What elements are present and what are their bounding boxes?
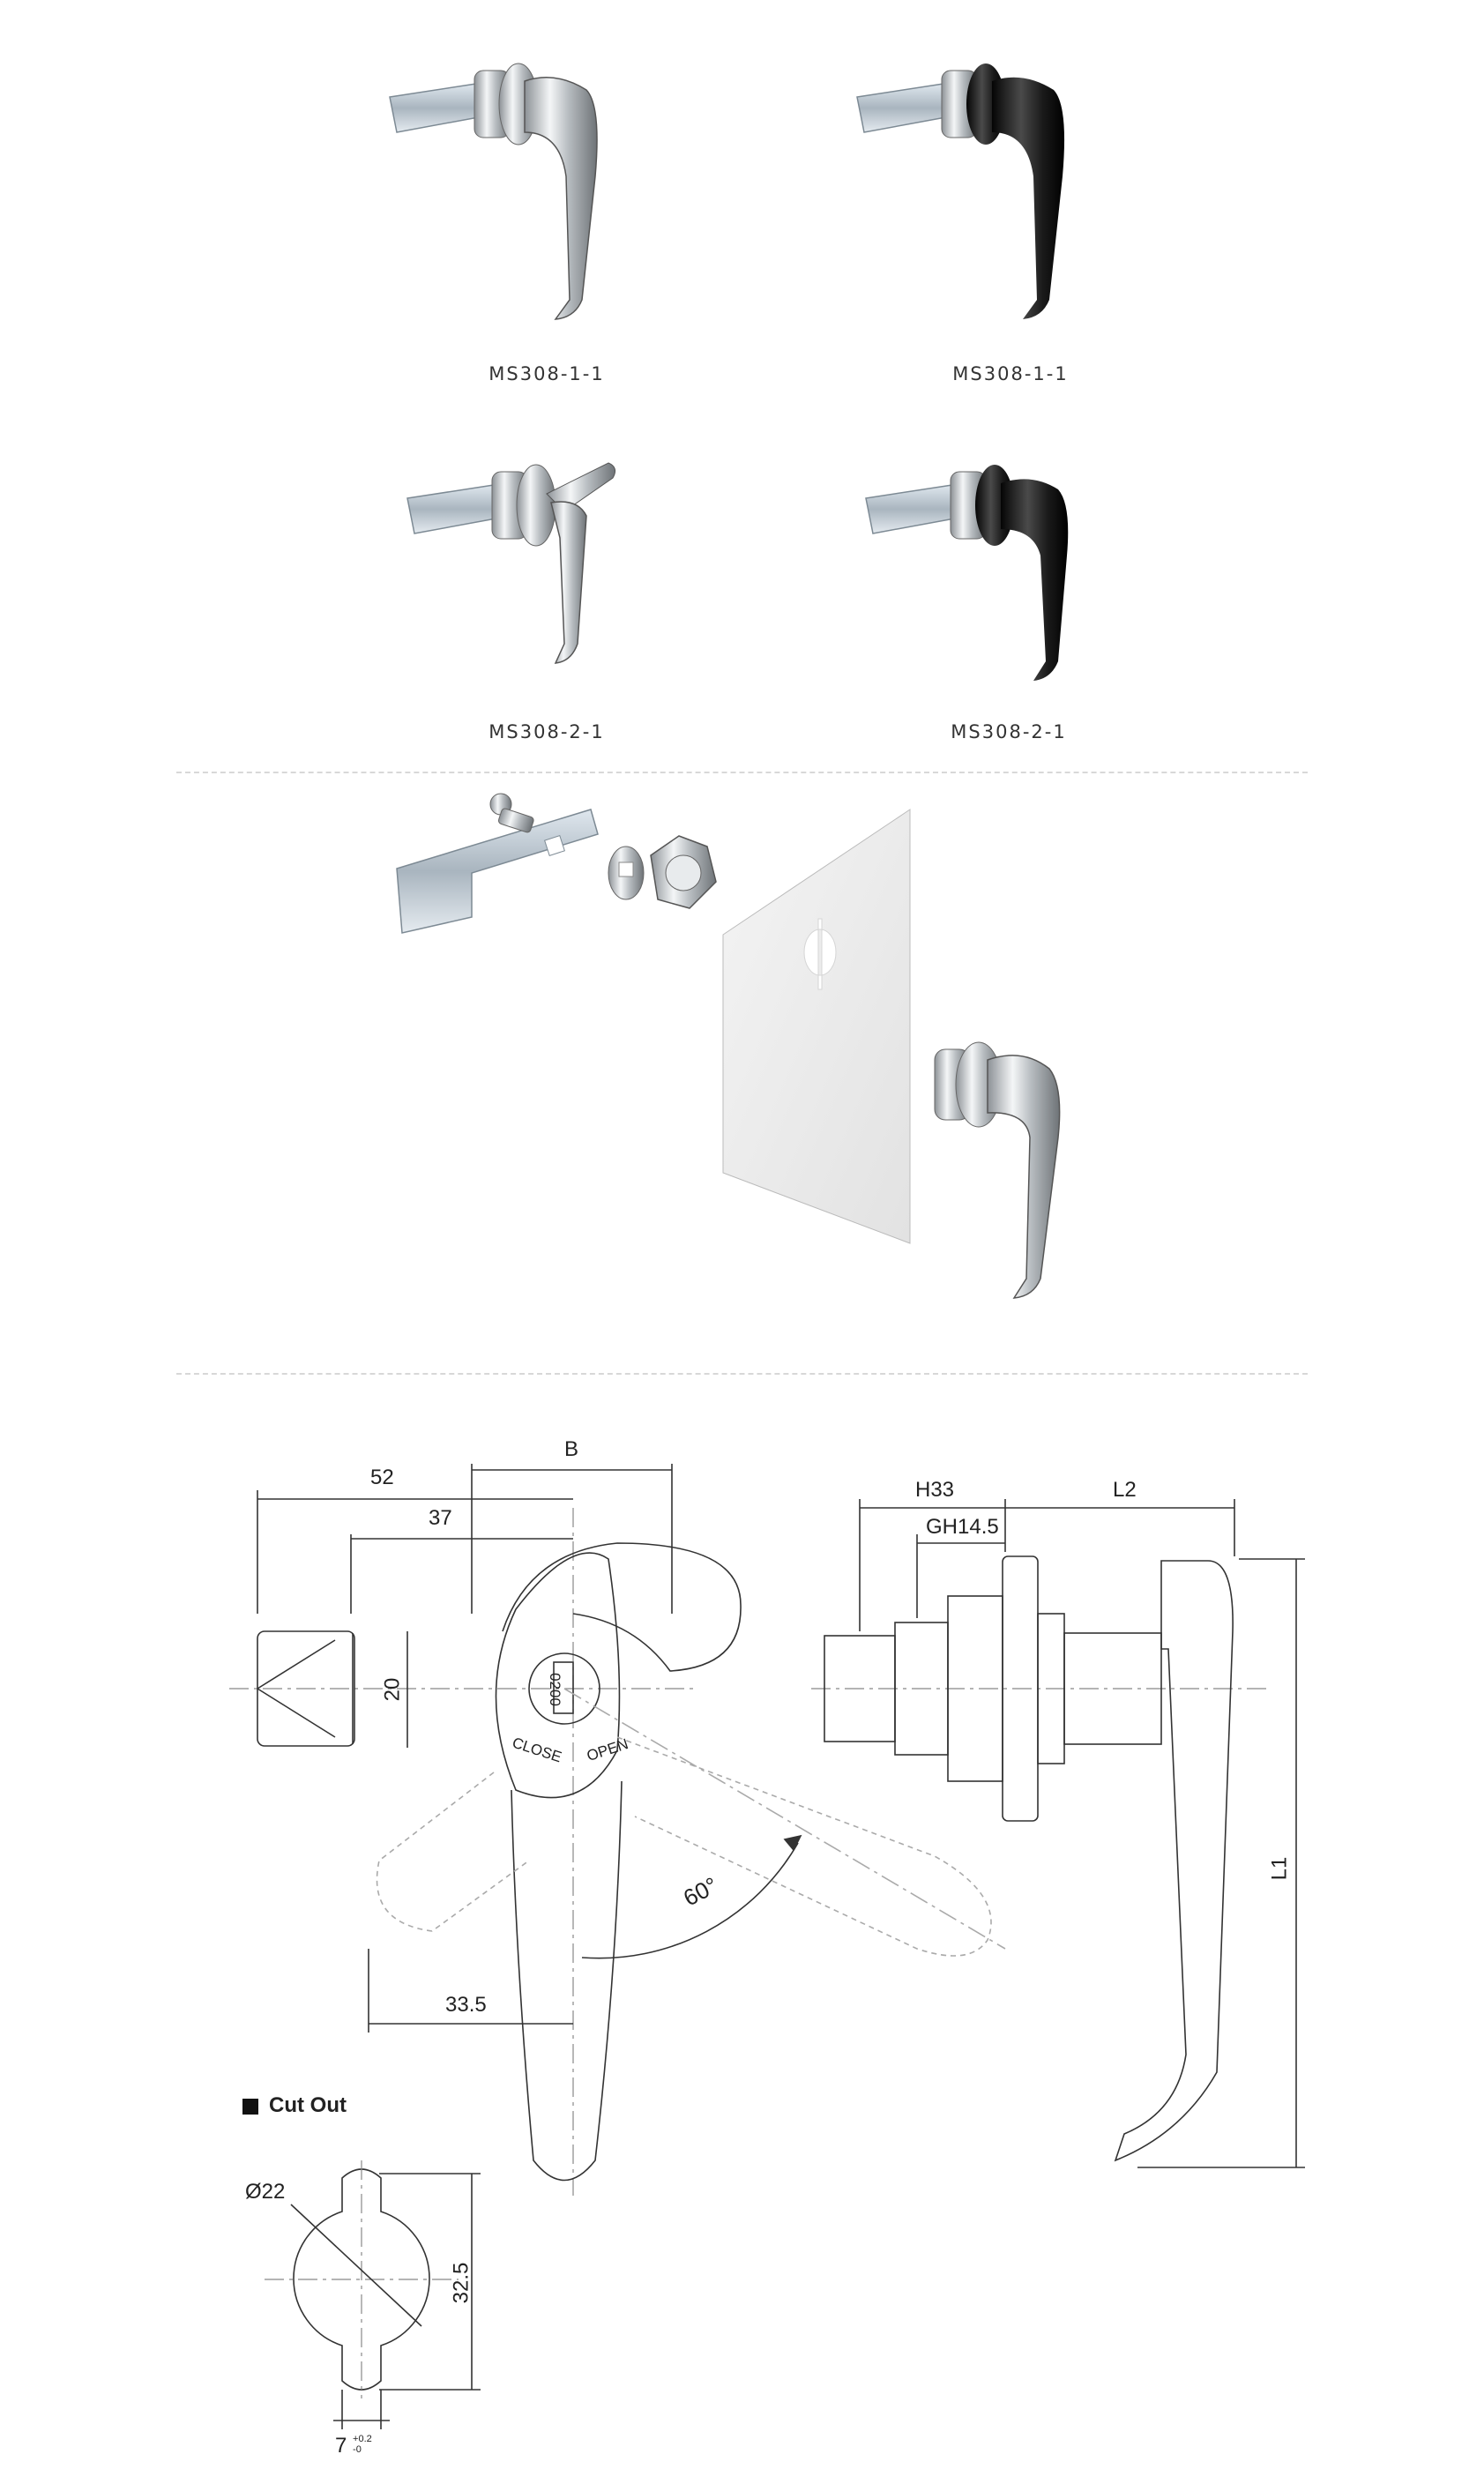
product-caption: MS308-2-1	[488, 721, 605, 742]
dim-b: B	[564, 1437, 579, 1461]
product-ms308-2-1-black	[846, 441, 1146, 705]
dim-20: 20	[380, 1677, 405, 1702]
dim-gh14-5: GH14.5	[926, 1515, 999, 1539]
product-ms308-1-1-black	[838, 35, 1137, 335]
technical-drawing: 52 B 37 20 0200 CLOSE OPEN 60° 33.5 H33 …	[0, 1402, 1484, 2478]
cutout-title: Cut Out	[269, 2093, 347, 2117]
product-caption: MS308-2-1	[951, 721, 1067, 742]
cutout-width-value: 7	[335, 2434, 347, 2458]
cutout-diameter: Ø22	[245, 2180, 286, 2204]
cutout-width: 7 +0.2 -0	[335, 2434, 372, 2458]
product-caption: MS308-1-1	[488, 363, 605, 384]
cutout-height: 32.5	[449, 2262, 474, 2304]
product-caption: MS308-1-1	[952, 363, 1069, 384]
cutout-tol-plus: +0.2	[353, 2434, 372, 2444]
dim-52: 52	[370, 1466, 394, 1489]
cutout-tol-minus: -0	[353, 2444, 362, 2455]
key-code: 0200	[546, 1673, 563, 1706]
product-ms308-1-1-chrome	[370, 35, 670, 335]
section-divider	[176, 772, 1308, 773]
dim-h33: H33	[915, 1478, 955, 1502]
dim-37: 37	[429, 1506, 452, 1530]
dim-l1: L1	[1267, 1856, 1292, 1881]
exploded-view	[370, 785, 1164, 1349]
product-ms308-2-1-chrome	[388, 441, 688, 705]
section-divider	[176, 1373, 1308, 1375]
dim-l2: L2	[1113, 1478, 1137, 1502]
dim-33-5: 33.5	[445, 1993, 487, 2017]
